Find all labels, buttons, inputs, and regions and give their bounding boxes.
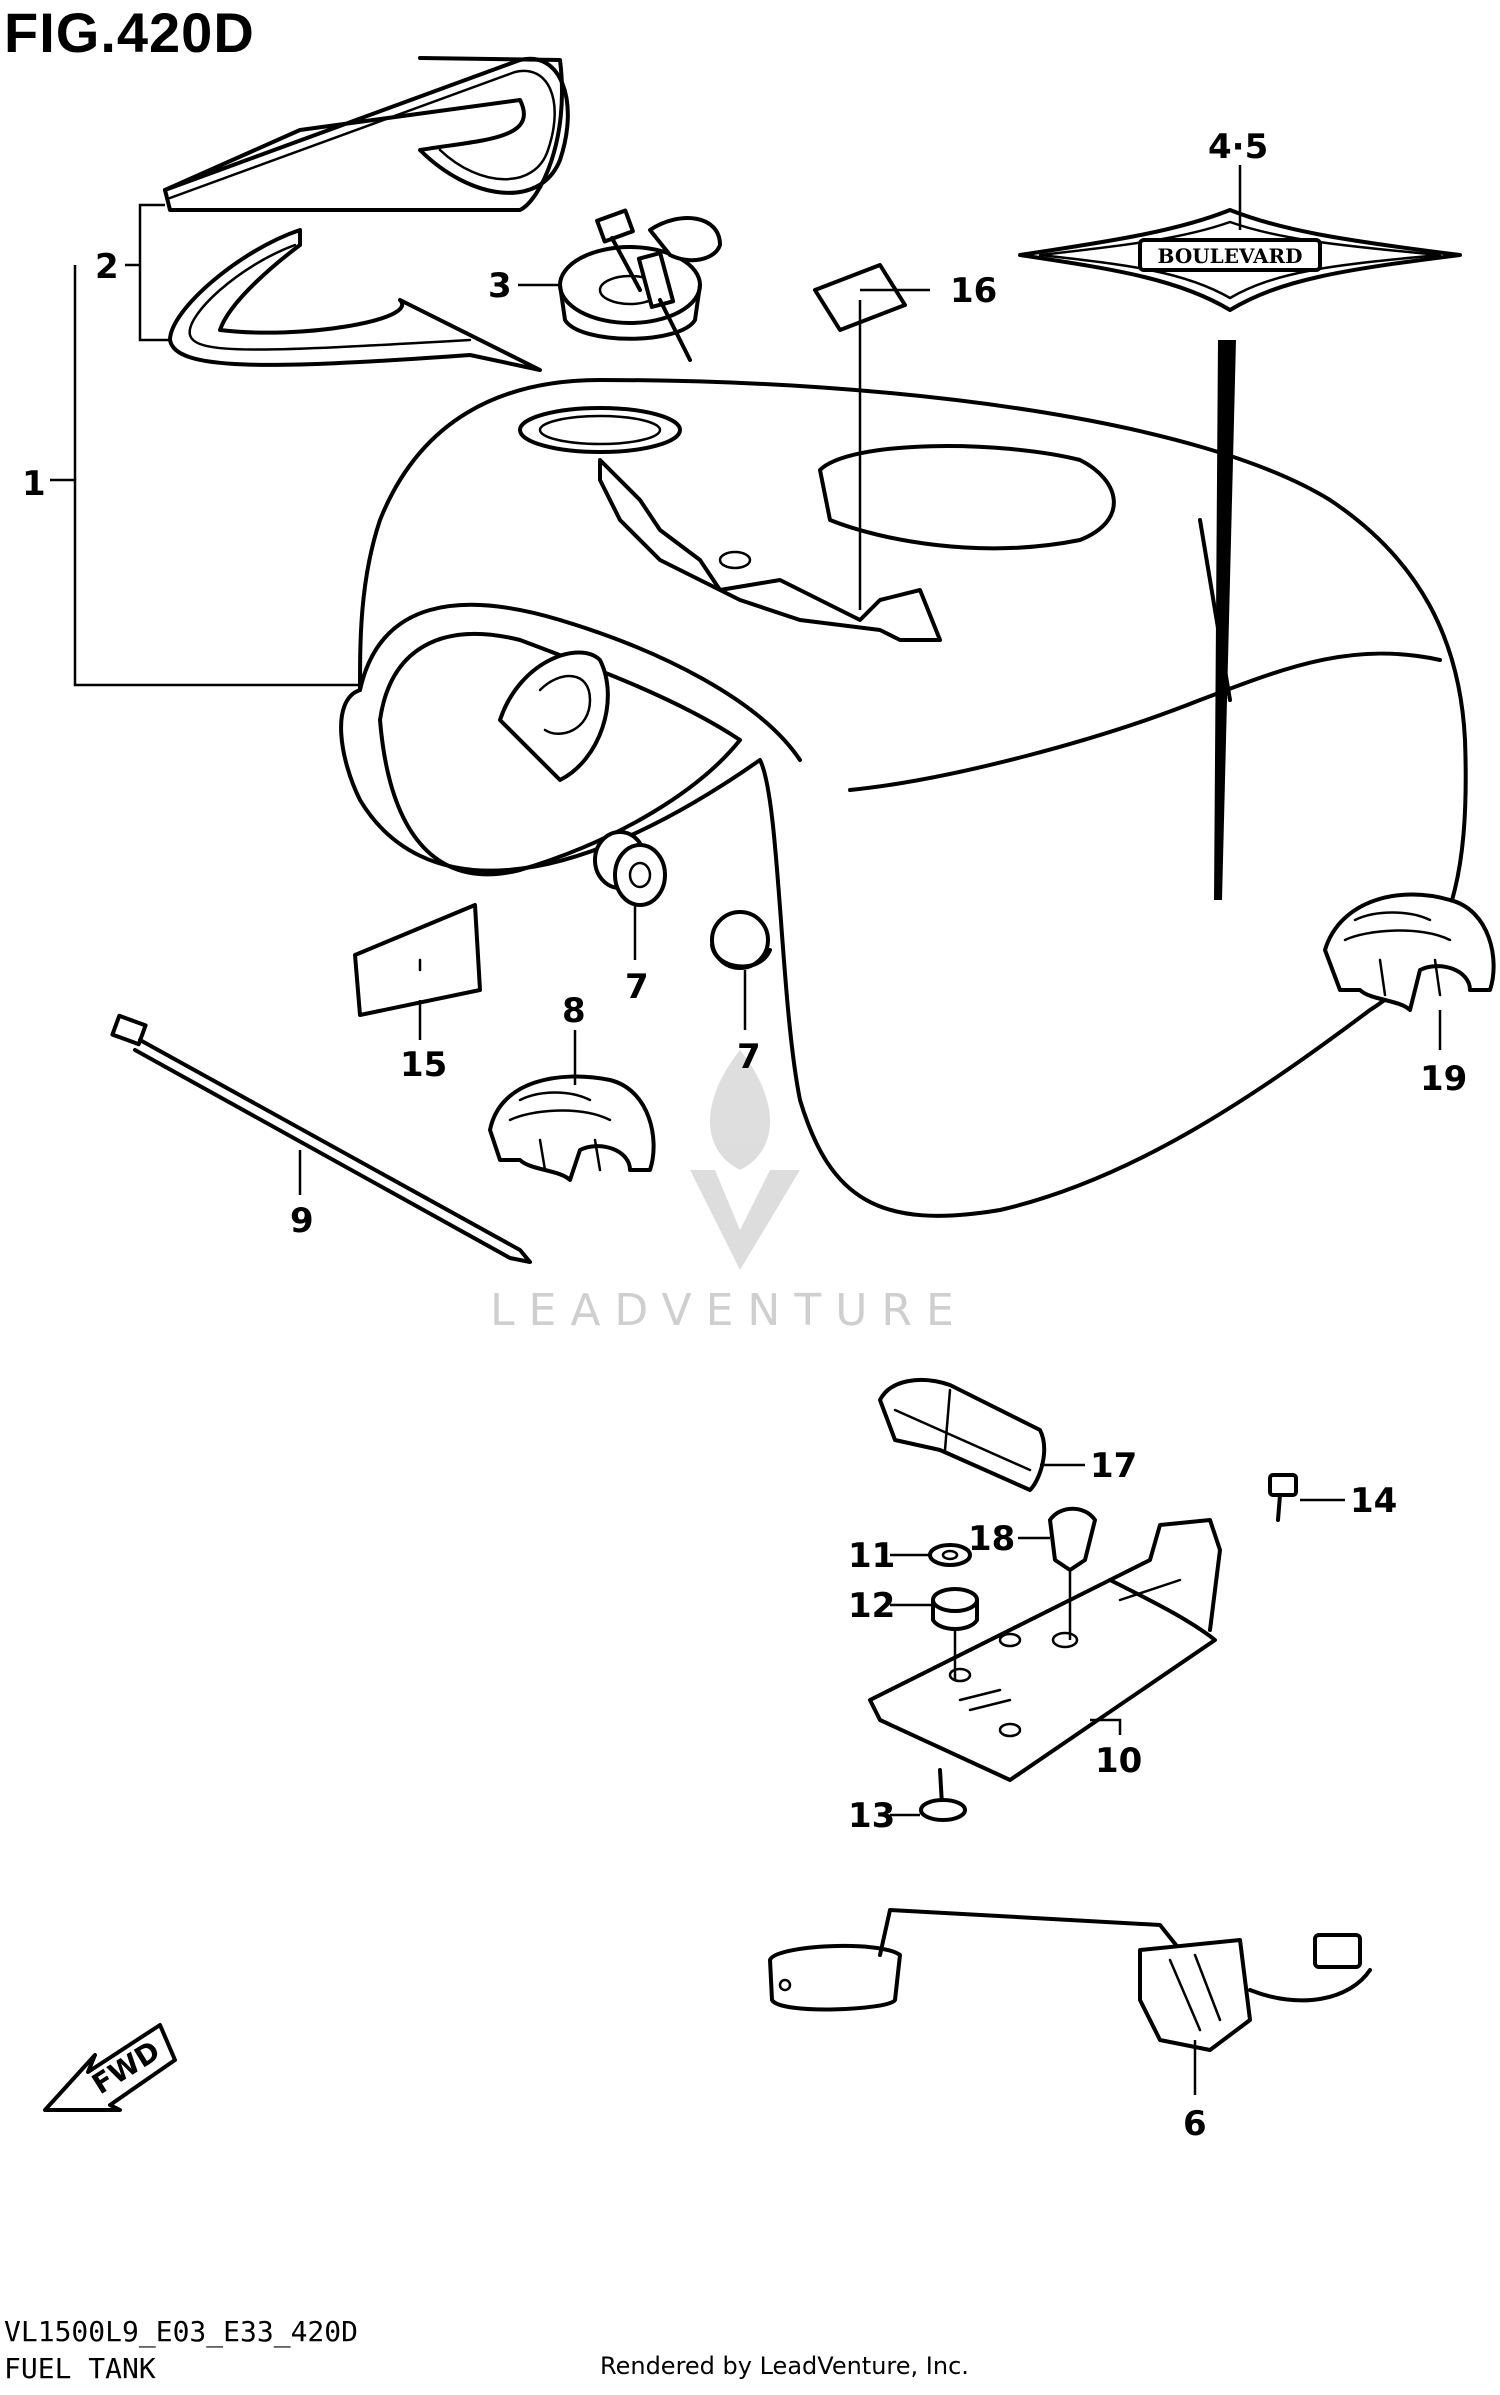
callout-1: 1 <box>22 464 46 504</box>
tank-bracket <box>868 1518 1222 1782</box>
watermark-text: LEADVENTURE <box>490 1285 968 1336</box>
section-name: FUEL TANK <box>4 2352 156 2385</box>
callout-15: 15 <box>400 1045 447 1085</box>
rubber-cushion-block <box>878 1378 1047 1492</box>
callout-3: 3 <box>488 266 512 306</box>
callout-2: 2 <box>95 247 119 287</box>
fuel-level-gauge <box>768 1908 1372 2052</box>
callout-14: 14 <box>1350 1481 1397 1521</box>
tank-cushion-rear <box>1323 892 1496 1012</box>
callout-10: 10 <box>1095 1741 1142 1781</box>
figure-title: FIG.420D <box>4 1 255 64</box>
collar-11 <box>928 1543 972 1567</box>
leadventure-watermark-logo <box>690 1050 800 1270</box>
fuel-tank <box>339 378 1468 1218</box>
callout-6: 6 <box>1183 2104 1207 2144</box>
tank-stripe-decal-upper <box>163 56 570 212</box>
rendered-by-credit: Rendered by LeadVenture, Inc. <box>600 2352 969 2380</box>
emblem-position-wedge <box>1214 340 1236 900</box>
callout-8: 8 <box>562 991 586 1031</box>
caution-label-sticker <box>813 263 907 332</box>
callout-7a: 7 <box>625 967 649 1007</box>
grommet-a <box>593 830 667 907</box>
fuel-cap <box>558 208 722 362</box>
tank-cushion-front <box>488 1074 656 1182</box>
bolt-14 <box>1268 1473 1298 1522</box>
callout-19: 19 <box>1420 1059 1467 1099</box>
callout-9: 9 <box>290 1201 314 1241</box>
emblem-text: BOULEVARD <box>1158 244 1303 268</box>
callout-7b: 7 <box>737 1037 761 1077</box>
leader-lines <box>50 165 1442 2095</box>
callout-12: 12 <box>848 1586 895 1626</box>
callout-18: 18 <box>968 1519 1015 1559</box>
callout-4-5: 4·5 <box>1208 127 1268 167</box>
callout-11: 11 <box>848 1536 895 1576</box>
bolt-13 <box>919 1768 967 1822</box>
callout-16: 16 <box>950 271 997 311</box>
callout-13: 13 <box>848 1796 895 1836</box>
cushion-rubber <box>1048 1506 1097 1572</box>
tank-stripe-decal-lower <box>168 228 542 372</box>
warning-label <box>353 903 482 1017</box>
callout-17: 17 <box>1090 1446 1137 1486</box>
forward-direction-arrow: FWD <box>43 2023 177 2112</box>
cushion-12 <box>931 1587 979 1631</box>
grommet-b <box>710 910 772 970</box>
cable-tie <box>110 1013 532 1264</box>
boulevard-emblem: BOULEVARD <box>1018 208 1462 312</box>
model-code: VL1500L9_E03_E33_420D <box>4 2315 359 2348</box>
